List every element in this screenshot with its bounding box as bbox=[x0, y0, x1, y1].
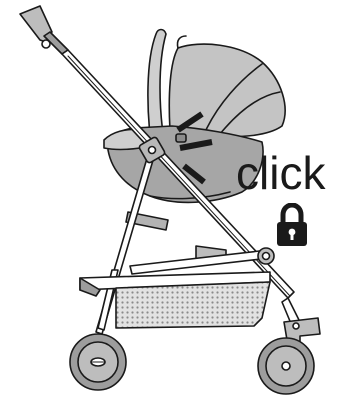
lock-icon bbox=[275, 203, 309, 247]
lower-hinge bbox=[258, 248, 274, 264]
rear-wheel bbox=[70, 334, 126, 390]
front-wheel bbox=[258, 318, 320, 394]
click-callout-label: click bbox=[236, 148, 325, 198]
seat-side-clip bbox=[176, 134, 186, 142]
